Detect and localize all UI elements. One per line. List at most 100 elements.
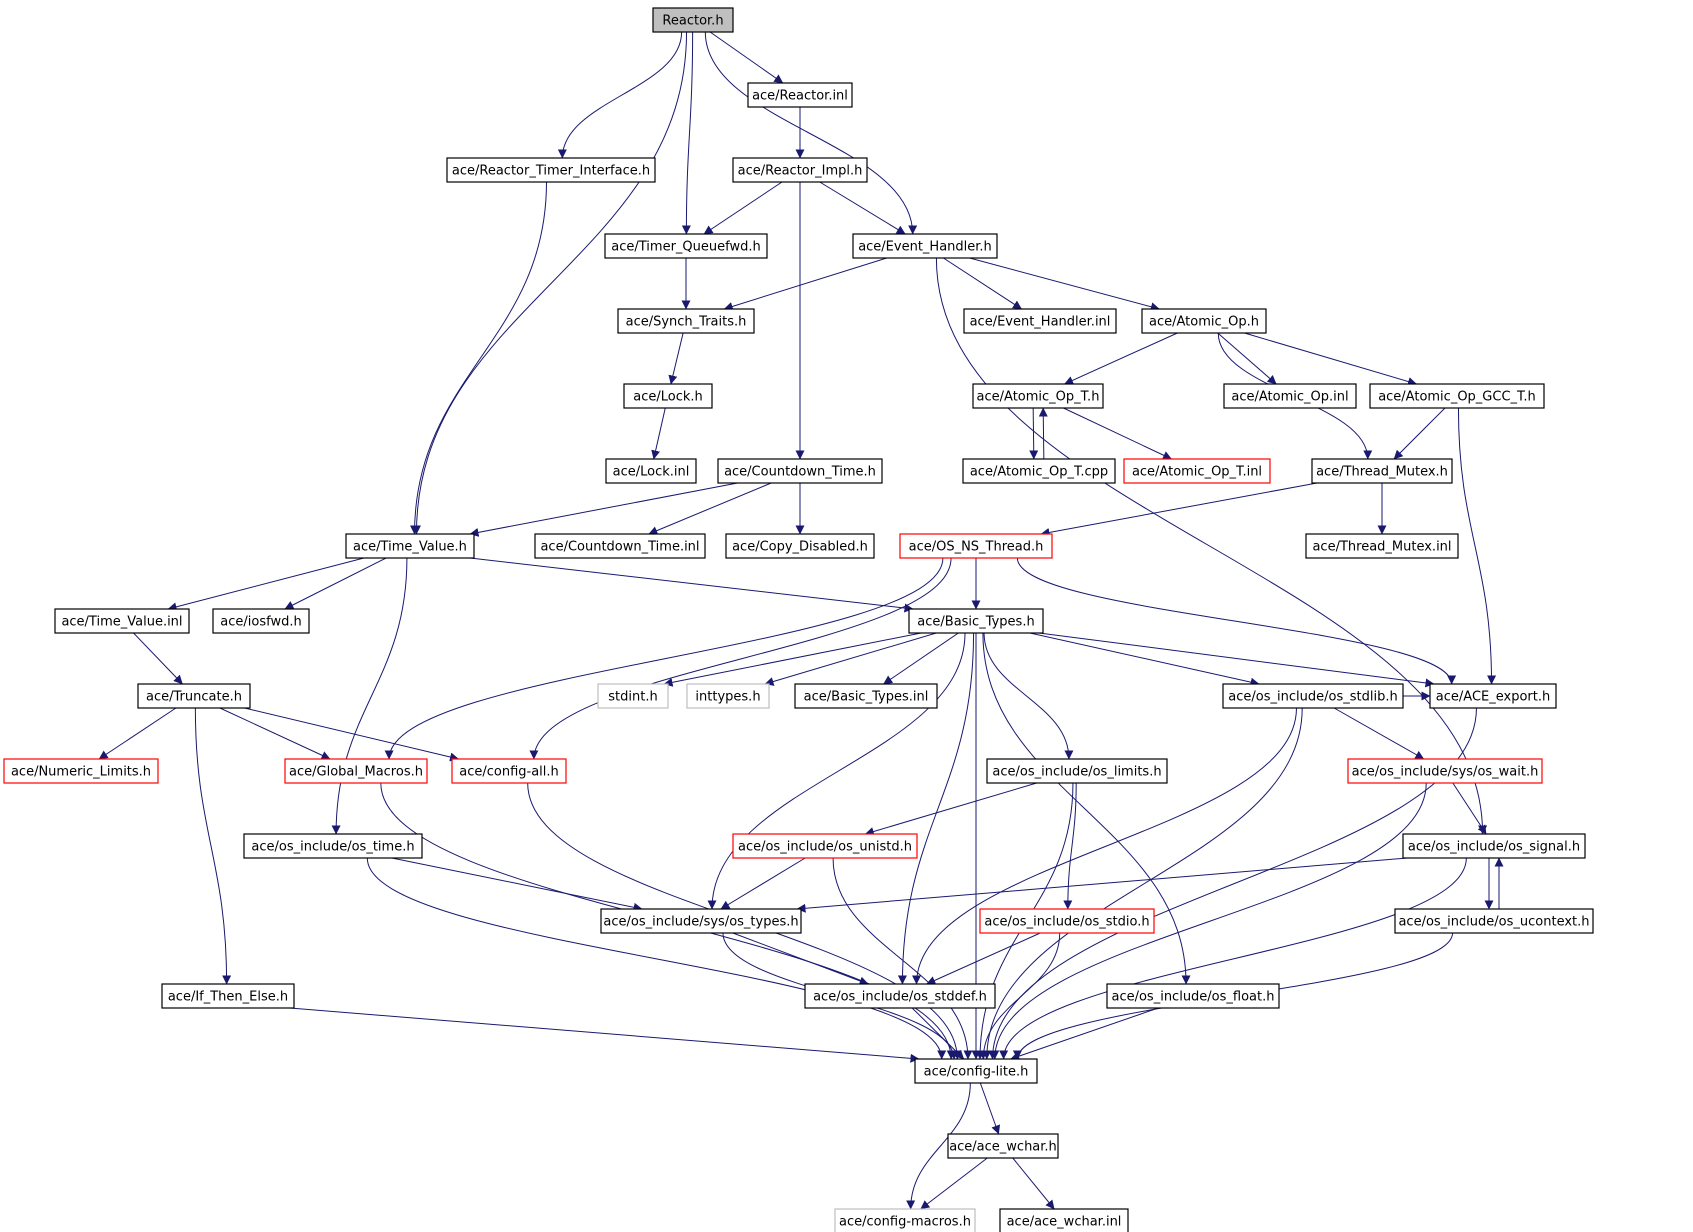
edge bbox=[1016, 557, 1457, 685]
node-atomic-op-t[interactable]: ace/Atomic_Op_T.h bbox=[972, 383, 1104, 409]
node-thread-mutex-inl[interactable]: ace/Thread_Mutex.inl bbox=[1305, 533, 1459, 559]
node-os-signal[interactable]: ace/os_include/os_signal.h bbox=[1402, 833, 1586, 859]
node-box bbox=[446, 157, 656, 183]
node-reactor-impl[interactable]: ace/Reactor_Impl.h bbox=[732, 157, 868, 183]
node-event-handler-inl[interactable]: ace/Event_Handler.inl bbox=[963, 308, 1117, 334]
node-sys-os-types[interactable]: ace/os_include/sys/os_types.h bbox=[600, 908, 802, 934]
node-iosfwd[interactable]: ace/iosfwd.h bbox=[212, 608, 310, 634]
node-config-all[interactable]: ace/config-all.h bbox=[451, 758, 567, 784]
node-os-limits[interactable]: ace/os_include/os_limits.h bbox=[986, 758, 1168, 784]
node-stdint[interactable]: stdint.h bbox=[597, 683, 669, 709]
node-timer-queuefwd[interactable]: ace/Timer_Queuefwd.h bbox=[604, 233, 768, 259]
node-os-float[interactable]: ace/os_include/os_float.h bbox=[1106, 983, 1280, 1009]
edge bbox=[284, 557, 387, 610]
node-os-ucontext[interactable]: ace/os_include/os_ucontext.h bbox=[1394, 908, 1594, 934]
node-box bbox=[732, 157, 868, 183]
node-label: ace/Synch_Traits.h bbox=[626, 315, 747, 330]
node-countdown-time-inl[interactable]: ace/Countdown_Time.inl bbox=[534, 533, 706, 559]
node-box bbox=[1222, 683, 1404, 709]
edge bbox=[1244, 332, 1417, 386]
node-lock-inl[interactable]: ace/Lock.inl bbox=[605, 458, 697, 484]
edge bbox=[883, 632, 959, 685]
node-os-stdlib[interactable]: ace/os_include/os_stdlib.h bbox=[1222, 683, 1404, 709]
node-label: ace/Atomic_Op_T.inl bbox=[1132, 465, 1262, 480]
node-os-stdio[interactable]: ace/os_include/os_stdio.h bbox=[979, 908, 1155, 934]
edge-os-ns-thread-to-ace-export bbox=[1016, 557, 1457, 685]
node-box bbox=[1311, 458, 1453, 484]
edge-time-value-to-iosfwd bbox=[284, 557, 387, 610]
node-reactor-inl[interactable]: ace/Reactor.inl bbox=[747, 82, 853, 108]
node-basic-types-inl[interactable]: ace/Basic_Types.inl bbox=[794, 683, 938, 709]
node-ace-export[interactable]: ace/ACE_export.h bbox=[1429, 683, 1557, 709]
edge-os-float-to-config-lite bbox=[1010, 1007, 1159, 1061]
edge-basic-types-to-basic-types-inl bbox=[883, 632, 959, 685]
edge bbox=[720, 857, 806, 910]
edge-basic-types-to-inttypes bbox=[764, 632, 937, 686]
edge bbox=[469, 482, 738, 537]
edge-atomic-op-to-atomic-op-gcc-t bbox=[1244, 332, 1417, 386]
edge-os-time-to-config-lite bbox=[366, 857, 947, 1060]
node-label: ace/Time_Value.h bbox=[353, 540, 467, 555]
node-atomic-op-t-cpp[interactable]: ace/Atomic_Op_T.cpp bbox=[962, 458, 1116, 484]
node-os-unistd[interactable]: ace/os_include/os_unistd.h bbox=[732, 833, 918, 859]
node-os-ns-thread[interactable]: ace/OS_NS_Thread.h bbox=[899, 533, 1053, 559]
node-os-time[interactable]: ace/os_include/os_time.h bbox=[243, 833, 423, 859]
edge-lock-h-to-lock-inl bbox=[651, 407, 666, 460]
node-atomic-op[interactable]: ace/Atomic_Op.h bbox=[1141, 308, 1267, 334]
edge-event-handler-to-os-signal bbox=[935, 257, 1488, 835]
edge bbox=[391, 857, 643, 912]
node-copy-disabled[interactable]: ace/Copy_Disabled.h bbox=[725, 533, 875, 559]
edge bbox=[289, 1007, 920, 1063]
node-synch-traits[interactable]: ace/Synch_Traits.h bbox=[617, 308, 755, 334]
node-inttypes[interactable]: inttypes.h bbox=[686, 683, 770, 709]
edge-os-stdlib-to-os-stddef bbox=[912, 707, 1297, 985]
node-box bbox=[1123, 458, 1271, 484]
node-global-macros[interactable]: ace/Global_Macros.h bbox=[284, 758, 428, 784]
node-ace-wchar-inl[interactable]: ace/ace_wchar.inl bbox=[999, 1208, 1129, 1232]
node-time-value[interactable]: ace/Time_Value.h bbox=[345, 533, 475, 559]
node-box bbox=[1402, 833, 1586, 859]
node-ace-wchar[interactable]: ace/ace_wchar.h bbox=[947, 1133, 1059, 1159]
node-time-value-inl[interactable]: ace/Time_Value.inl bbox=[54, 608, 190, 634]
node-numeric-limits[interactable]: ace/Numeric_Limits.h bbox=[3, 758, 159, 784]
node-box bbox=[747, 82, 853, 108]
node-box bbox=[54, 608, 190, 634]
node-basic-types[interactable]: ace/Basic_Types.h bbox=[908, 608, 1044, 634]
edge-config-lite-to-ace-wchar bbox=[979, 1082, 1001, 1135]
edge bbox=[384, 557, 944, 760]
node-config-lite[interactable]: ace/config-lite.h bbox=[914, 1058, 1038, 1084]
node-atomic-op-gcc-t[interactable]: ace/Atomic_Op_GCC_T.h bbox=[1369, 383, 1545, 409]
node-atomic-op-t-inl[interactable]: ace/Atomic_Op_T.inl bbox=[1123, 458, 1271, 484]
node-box bbox=[962, 458, 1116, 484]
edge-basic-types-to-os-float bbox=[982, 632, 1191, 985]
edge-os-stdlib-to-sys-os-wait bbox=[1333, 707, 1425, 760]
edge-thread-mutex-to-os-ns-thread bbox=[1040, 482, 1318, 537]
node-label: ace/Atomic_Op_T.cpp bbox=[970, 465, 1108, 480]
node-config-macros[interactable]: ace/config-macros.h bbox=[834, 1208, 976, 1232]
node-countdown-time[interactable]: ace/Countdown_Time.h bbox=[717, 458, 883, 484]
node-if-then-else[interactable]: ace/If_Then_Else.h bbox=[161, 983, 295, 1009]
edge-atomic-op-t-to-atomic-op-t-cpp bbox=[1029, 407, 1039, 460]
edge bbox=[832, 857, 973, 1060]
node-atomic-op-inl[interactable]: ace/Atomic_Op.inl bbox=[1223, 383, 1357, 409]
node-thread-mutex[interactable]: ace/Thread_Mutex.h bbox=[1311, 458, 1453, 484]
node-label: ace/Thread_Mutex.inl bbox=[1312, 540, 1451, 555]
node-label: ace/Lock.h bbox=[633, 390, 703, 405]
node-truncate[interactable]: ace/Truncate.h bbox=[137, 683, 251, 709]
node-os-stddef[interactable]: ace/os_include/os_stddef.h bbox=[804, 983, 996, 1009]
node-event-handler[interactable]: ace/Event_Handler.h bbox=[852, 233, 998, 259]
edge bbox=[732, 932, 869, 986]
edge-atomic-op-to-atomic-op-inl bbox=[1217, 332, 1277, 385]
node-sys-os-wait[interactable]: ace/os_include/sys/os_wait.h bbox=[1347, 758, 1543, 784]
node-label: ace/os_include/os_limits.h bbox=[992, 765, 1161, 780]
node-label: ace/OS_NS_Thread.h bbox=[909, 540, 1044, 555]
edge bbox=[244, 707, 460, 762]
edge-atomic-op-t-cpp-to-atomic-op-t bbox=[1038, 407, 1048, 460]
edge bbox=[1038, 632, 1435, 688]
edge-atomic-op-gcc-t-to-ace-export bbox=[1457, 407, 1497, 685]
edge-os-stdio-to-config-lite bbox=[978, 932, 1061, 1060]
node-reactor-timer-interface[interactable]: ace/Reactor_Timer_Interface.h bbox=[446, 157, 656, 183]
node-reactor-h[interactable]: Reactor.h bbox=[652, 7, 734, 33]
node-lock-h[interactable]: ace/Lock.h bbox=[623, 383, 713, 409]
edge-event-handler-to-event-handler-inl bbox=[943, 257, 1022, 310]
